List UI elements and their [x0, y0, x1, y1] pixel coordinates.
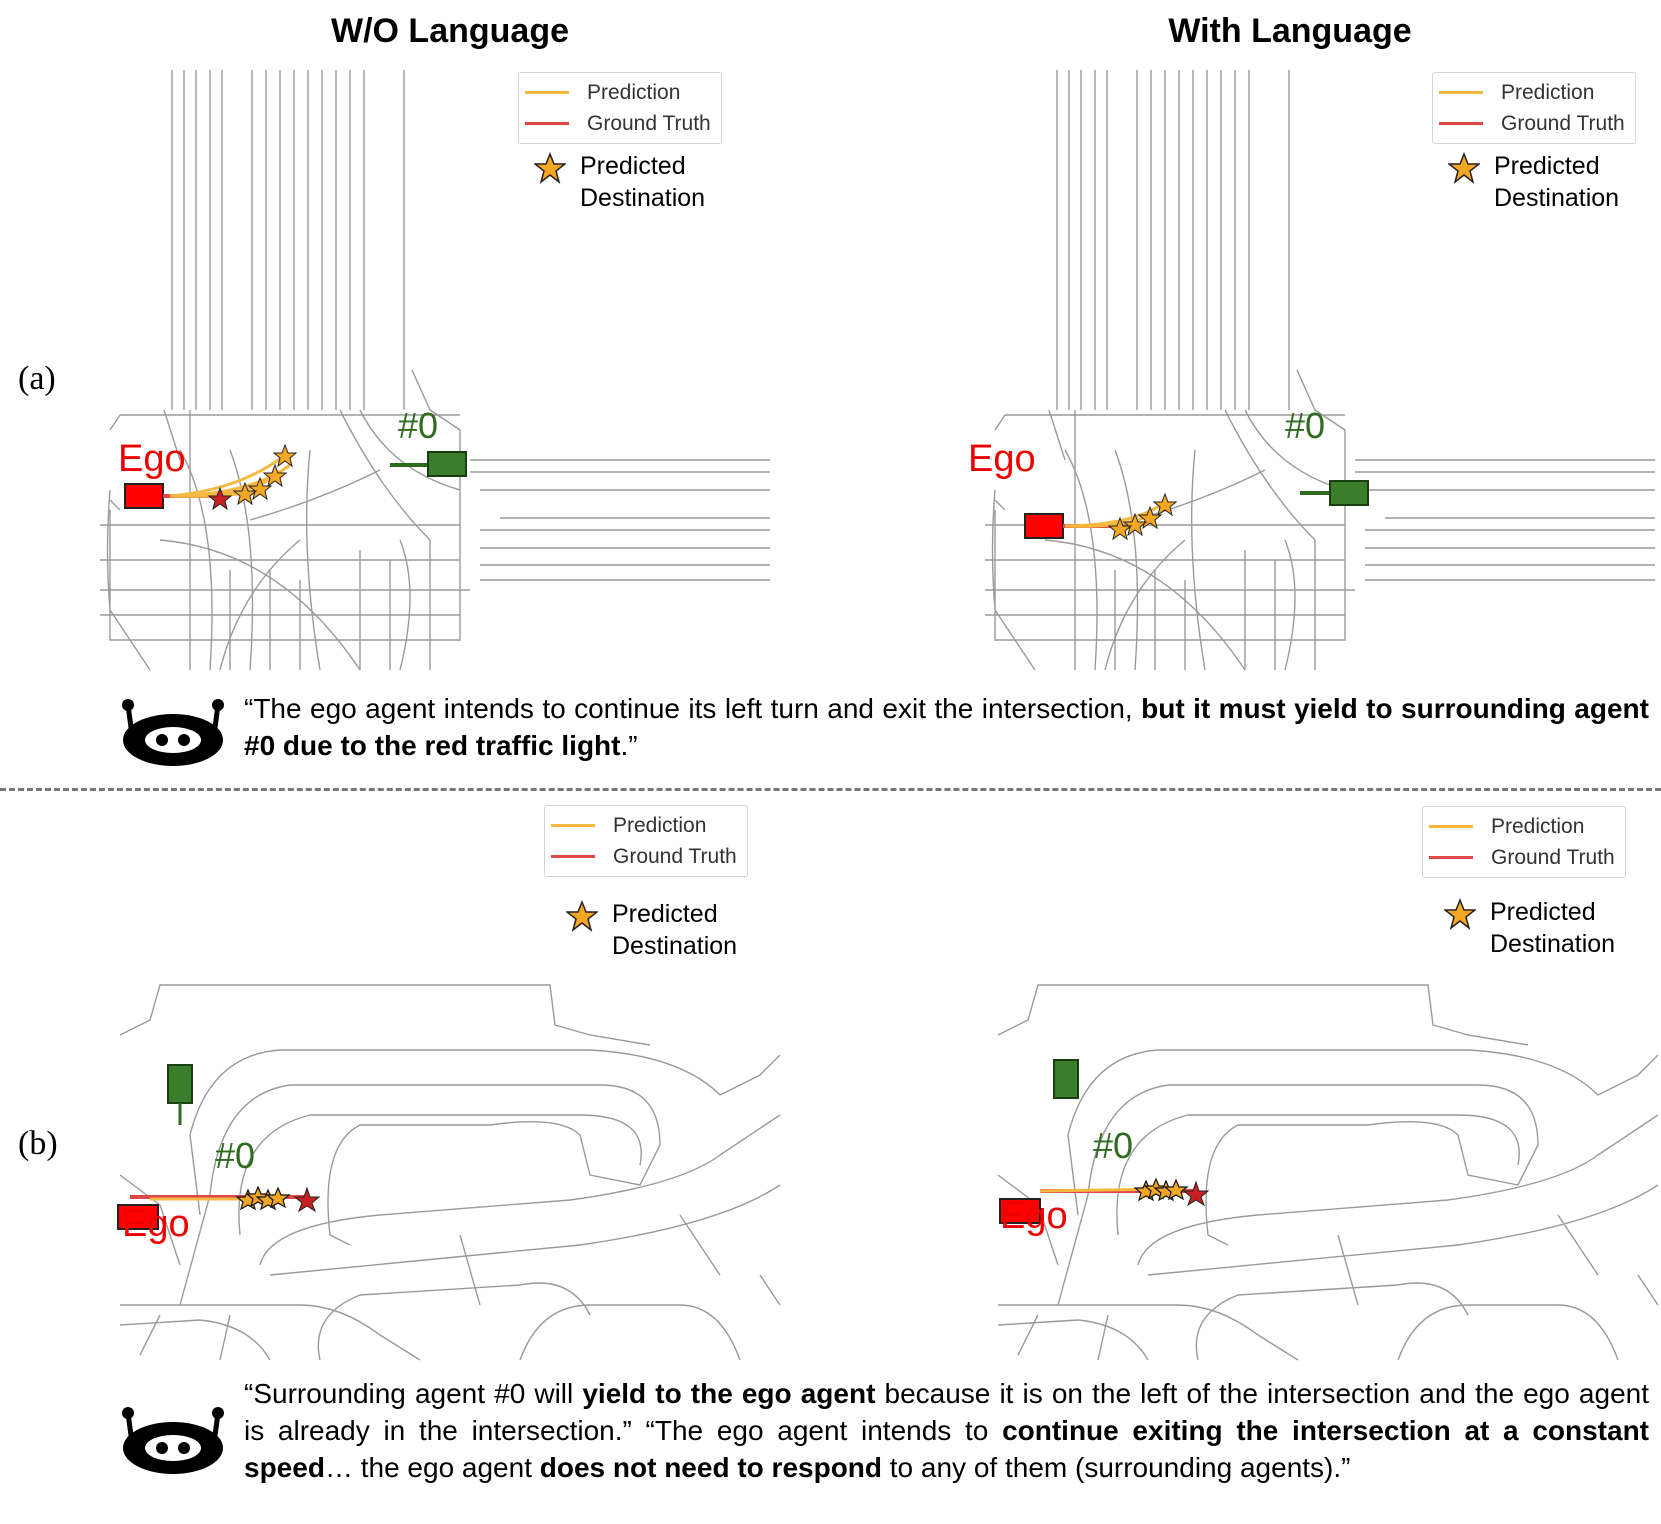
dest-label-line2: Destination [580, 184, 706, 212]
legend-b-right: Prediction Ground Truth [1422, 806, 1626, 878]
caption-b-text-2: because it is on the left of the interse… [244, 1378, 1649, 1446]
caption-b-bold-1: yield to the ego agent [582, 1378, 876, 1409]
caption-a-bold: but it must yield to surrounding agent #… [244, 693, 1649, 761]
ground-truth-line-swatch [551, 855, 595, 858]
caption-a-tail: .” [620, 730, 638, 761]
legend-ground-truth-label: Ground Truth [587, 111, 711, 135]
caption-b-text-4: to any of them (surrounding agents).” [882, 1452, 1351, 1483]
column-header-without-language: W/O Language [331, 12, 569, 50]
agent-0-box [1329, 480, 1369, 506]
legend-prediction-label: Prediction [1491, 814, 1585, 838]
section-divider [0, 788, 1661, 791]
caption-a: “The ego agent intends to continue its l… [244, 690, 1649, 764]
prediction-line-swatch [551, 824, 595, 827]
dest-label-line1: Predicted [580, 152, 686, 180]
dest-label-line2: Destination [612, 932, 738, 960]
prediction-line-swatch [525, 91, 569, 94]
ground-truth-line-swatch [1429, 856, 1473, 859]
agent-label-b-right: #0 [1093, 1125, 1134, 1166]
star-icon [1448, 152, 1480, 184]
agent-0-box [427, 451, 467, 477]
road-map-b-left [117, 984, 781, 1361]
caption-b-text-1: “Surrounding agent #0 will [244, 1378, 583, 1409]
ego-box [124, 483, 164, 509]
caption-b: “Surrounding agent #0 will yield to the … [244, 1375, 1649, 1486]
intersection-map-a-right [985, 70, 1655, 671]
robot-icon [122, 699, 224, 766]
ego-box [999, 1198, 1041, 1224]
prediction-line-swatch [1439, 91, 1483, 94]
panel-label-b: (b) [18, 1125, 58, 1162]
legend-ground-truth-label: Ground Truth [1501, 111, 1625, 135]
legend-a-right: Prediction Ground Truth [1432, 72, 1636, 144]
ego-box [117, 1204, 159, 1230]
star-icon [534, 152, 566, 184]
dest-label-line1: Predicted [612, 900, 718, 928]
legend-b-left: Prediction Ground Truth [544, 805, 748, 877]
legend-ground-truth-label: Ground Truth [613, 844, 737, 868]
intersection-map-a-left [100, 70, 770, 671]
column-header-with-language: With Language [1168, 12, 1412, 50]
road-map-b-right [997, 984, 1659, 1361]
agent-0-box [167, 1064, 193, 1104]
panel-label-a: (a) [18, 360, 56, 397]
star-icon [566, 900, 598, 932]
ego-label-b-right: Ego [1000, 1195, 1068, 1237]
ground-truth-line-swatch [1439, 122, 1483, 125]
caption-b-bold-2: continue exiting the intersection at a c… [244, 1415, 1650, 1483]
caption-b-text-3: … the ego agent [324, 1452, 540, 1483]
agent-label-b-left: #0 [215, 1135, 256, 1176]
agent-label-a-left: #0 [398, 405, 439, 446]
dest-label-line2: Destination [1494, 184, 1620, 212]
dest-label-line1: Predicted [1494, 152, 1600, 180]
ego-box [1024, 513, 1064, 539]
caption-b-bold-3: does not need to respond [539, 1452, 882, 1483]
legend-prediction-label: Prediction [587, 80, 681, 104]
robot-icon [122, 1407, 224, 1474]
dest-label-line1: Predicted [1490, 898, 1596, 926]
ego-label-a-right: Ego [968, 438, 1036, 480]
ground-truth-line-swatch [525, 122, 569, 125]
ego-label-b-left: Ego [122, 1203, 190, 1245]
legend-prediction-label: Prediction [613, 813, 707, 837]
dest-label-line2: Destination [1490, 930, 1616, 958]
agent-0-box [1053, 1059, 1079, 1099]
agent-label-a-right: #0 [1285, 405, 1326, 446]
legend-a-left: Prediction Ground Truth [518, 72, 722, 144]
legend-ground-truth-label: Ground Truth [1491, 845, 1615, 869]
ego-label-a-left: Ego [118, 438, 186, 480]
star-icon [1444, 898, 1476, 930]
caption-a-plain: “The ego agent intends to continue its l… [244, 693, 1142, 724]
legend-prediction-label: Prediction [1501, 80, 1595, 104]
prediction-line-swatch [1429, 825, 1473, 828]
